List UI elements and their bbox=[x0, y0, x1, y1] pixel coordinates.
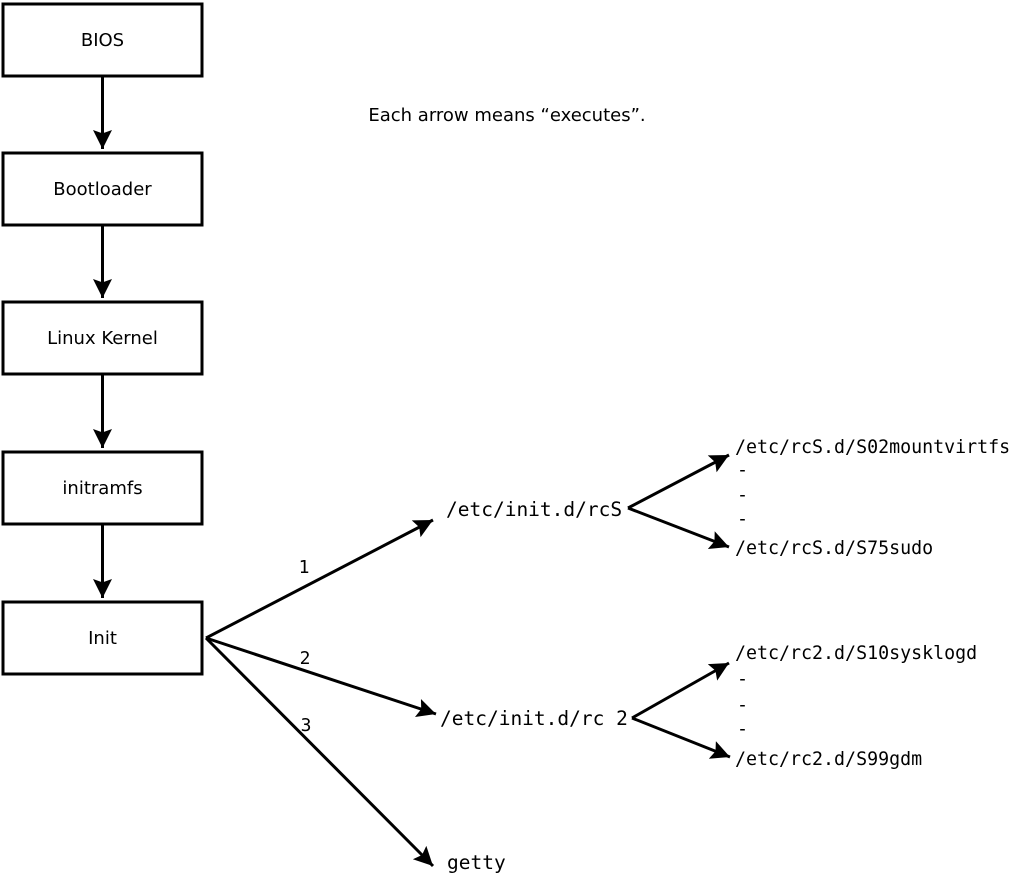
arrow-init-to-rcs bbox=[205, 518, 434, 640]
rcs-child-first: /etc/rcS.d/S02mountvirtfs bbox=[735, 437, 1010, 458]
init-box-label: Init bbox=[88, 628, 117, 649]
rc2-child-ellipsis-2: - bbox=[737, 695, 748, 716]
rc2-child-ellipsis-3: - bbox=[737, 719, 748, 740]
edge-number-2: 2 bbox=[300, 648, 311, 669]
edge-number-1: 1 bbox=[299, 557, 310, 578]
getty-label: getty bbox=[447, 851, 506, 874]
linux-kernel-box-label: Linux Kernel bbox=[47, 328, 158, 349]
arrow-rcs-to-first-child bbox=[627, 453, 730, 510]
bootloader-box bbox=[1, 151, 204, 227]
rc2-child-first: /etc/rc2.d/S10sysklogd bbox=[735, 643, 977, 664]
bootloader-box-label: Bootloader bbox=[53, 179, 152, 200]
initramfs-box bbox=[1, 450, 204, 526]
rcs-child-ellipsis-1: - bbox=[737, 460, 748, 481]
initramfs-box-label: initramfs bbox=[62, 478, 142, 499]
rc2-child-last: /etc/rc2.d/S99gdm bbox=[735, 749, 922, 770]
arrow-rc2-to-last-child bbox=[631, 716, 731, 759]
rcs-child-ellipsis-2: - bbox=[737, 485, 748, 506]
rcs-script-label: /etc/init.d/rcS bbox=[446, 498, 622, 521]
rc2-script-label: /etc/init.d/rc 2 bbox=[440, 707, 628, 730]
arrow-rc2-to-first-child bbox=[631, 661, 730, 720]
arrow-init-to-getty bbox=[204, 636, 435, 868]
arrow-rcs-to-last-child bbox=[627, 506, 730, 550]
rcs-child-last: /etc/rcS.d/S75sudo bbox=[735, 538, 933, 559]
edge-number-3: 3 bbox=[301, 715, 312, 736]
init-box bbox=[1, 600, 204, 676]
bios-box-label: BIOS bbox=[81, 30, 124, 51]
bios-box bbox=[1, 2, 204, 78]
note-text: Each arrow means “executes”. bbox=[368, 105, 645, 126]
rcs-child-ellipsis-3: - bbox=[737, 509, 748, 530]
rc2-child-ellipsis-1: - bbox=[737, 669, 748, 690]
arrow-init-to-rc2 bbox=[205, 636, 437, 718]
